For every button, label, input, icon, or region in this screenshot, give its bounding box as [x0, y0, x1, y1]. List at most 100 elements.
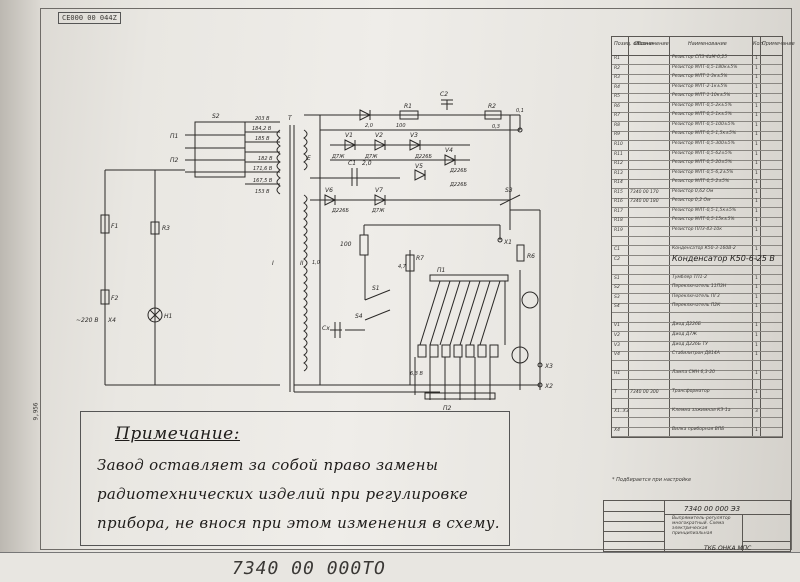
cell-name: Переключатель ПГ3 — [672, 293, 720, 299]
cell-qty: 1 — [755, 75, 758, 81]
label-s2: S2 — [212, 113, 220, 120]
cell-qty: 1 — [755, 103, 758, 109]
cell-qty: 1 — [755, 141, 758, 147]
cell-des: 7340 00 180 — [630, 199, 659, 205]
header-position: Позиц. обознач. — [614, 41, 657, 47]
label-t: T — [288, 115, 293, 122]
table-row: R13 Резистор МЛТ-0,5-6,2±5% 1 — [612, 170, 782, 180]
cell-name: Резистор МЛТ-0,5-1,5к±5% — [672, 207, 737, 213]
cell-qty: 1 — [755, 304, 758, 310]
label-x3: X3 — [544, 363, 553, 370]
cell-des: 7340 00 170 — [630, 189, 659, 195]
organization: ТКБ ОНКА МПС — [704, 545, 752, 552]
misc-label: 4,7 — [398, 264, 407, 270]
cell-qty: 1 — [755, 342, 758, 348]
label-v5: V5 — [415, 163, 423, 170]
cell-qty: 1 — [755, 65, 758, 71]
label-x1: X1 — [503, 239, 512, 246]
cell-name: Вилка приборная ВПБ — [672, 427, 725, 433]
cell-name: Конденсатор К50-6-25 В — [672, 253, 775, 263]
cell-pos: V2 — [614, 332, 620, 338]
label-p1: П1 — [170, 133, 178, 140]
cell-pos: R16 — [614, 199, 623, 205]
header-designation: Обозначение — [634, 41, 669, 47]
cell-qty: 1 — [755, 371, 758, 377]
header-qty: Кол. — [753, 41, 765, 47]
title-block: 7340 00 000 Э3 Выпрямитель-регулятор мно… — [603, 500, 791, 552]
cell-pos: R13 — [614, 170, 623, 176]
cell-pos: R15 — [614, 189, 623, 195]
diode-label: Д7Ж — [364, 154, 378, 160]
label-h1: H1 — [164, 313, 172, 320]
cell-name: Резистор 0,2 Ом — [672, 198, 711, 204]
label-f2: F2 — [111, 295, 118, 302]
diode-label: Д7Ж — [371, 208, 385, 214]
cell-pos: S4 — [614, 304, 620, 310]
label-ii-roman: II — [300, 260, 304, 267]
cell-qty: 1 — [755, 180, 758, 186]
cell-name: Резистор МЛТ-1-3к±5% — [672, 74, 728, 80]
cell-name: Конденсатор К50-3-160В-2 — [672, 246, 736, 251]
label-v1: V1 — [345, 132, 353, 139]
table-row — [612, 380, 782, 390]
misc-label: 6,3 B — [410, 371, 424, 377]
cell-qty: 1 — [755, 323, 758, 329]
cell-pos: H1 — [614, 371, 621, 377]
label-pl1: П1 — [437, 267, 445, 274]
cell-qty: 1 — [755, 352, 758, 358]
misc-label: 0,3 — [492, 124, 500, 130]
winding-label: 185 B — [255, 136, 270, 142]
winding-label: 182 B — [258, 156, 273, 162]
cell-qty: 1 — [755, 94, 758, 100]
cell-name: Стабилитрон Д814А — [672, 351, 720, 357]
cell-qty: 1 — [755, 170, 758, 176]
label-v4: V4 — [445, 147, 453, 154]
cell-pos: R18 — [614, 218, 623, 224]
cell-pos: S3 — [614, 294, 620, 300]
label-c2: C2 — [440, 91, 448, 98]
cell-pos: S2 — [614, 285, 620, 291]
label-f1: F1 — [111, 223, 118, 230]
cell-pos: V3 — [614, 342, 620, 348]
label-v3: V3 — [410, 132, 418, 139]
cell-name: Резистор МЛТ-0,5-1к±5% — [672, 112, 732, 118]
cell-qty: 1 — [755, 227, 758, 233]
table-row — [612, 236, 782, 247]
label-r7: R7 — [416, 255, 424, 262]
cell-name: Резистор МЛТ-0,5-6,2±5% — [672, 169, 734, 175]
cell-pos: R3 — [614, 75, 620, 81]
cell-name: Резистор МЛТ-0,5-15к±5% — [672, 217, 735, 223]
cell-qty: 1 — [755, 189, 758, 195]
label-s4: S4 — [355, 313, 363, 320]
cell-name: Резистор МЛТ-0,5-20±5% — [672, 160, 732, 166]
winding-label: 171,6 B — [253, 166, 273, 172]
parts-list-table: Позиц. обознач. Обозначение Наименование… — [611, 36, 795, 438]
table-row — [612, 265, 782, 276]
cell-qty: 1 — [755, 132, 758, 138]
cell-name: Резистор МЛТ-0,5-300±5% — [672, 140, 735, 146]
cell-name: Диод Д226Б — [672, 322, 701, 328]
cell-name: Диод Д226Б ТУ — [672, 341, 708, 347]
label-r6: R6 — [527, 253, 535, 260]
cell-pos: R1 — [614, 56, 620, 61]
cell-name: Резистор МЛТ-2-1к±5% — [672, 83, 728, 89]
winding-label: 184,2 B — [252, 126, 272, 132]
